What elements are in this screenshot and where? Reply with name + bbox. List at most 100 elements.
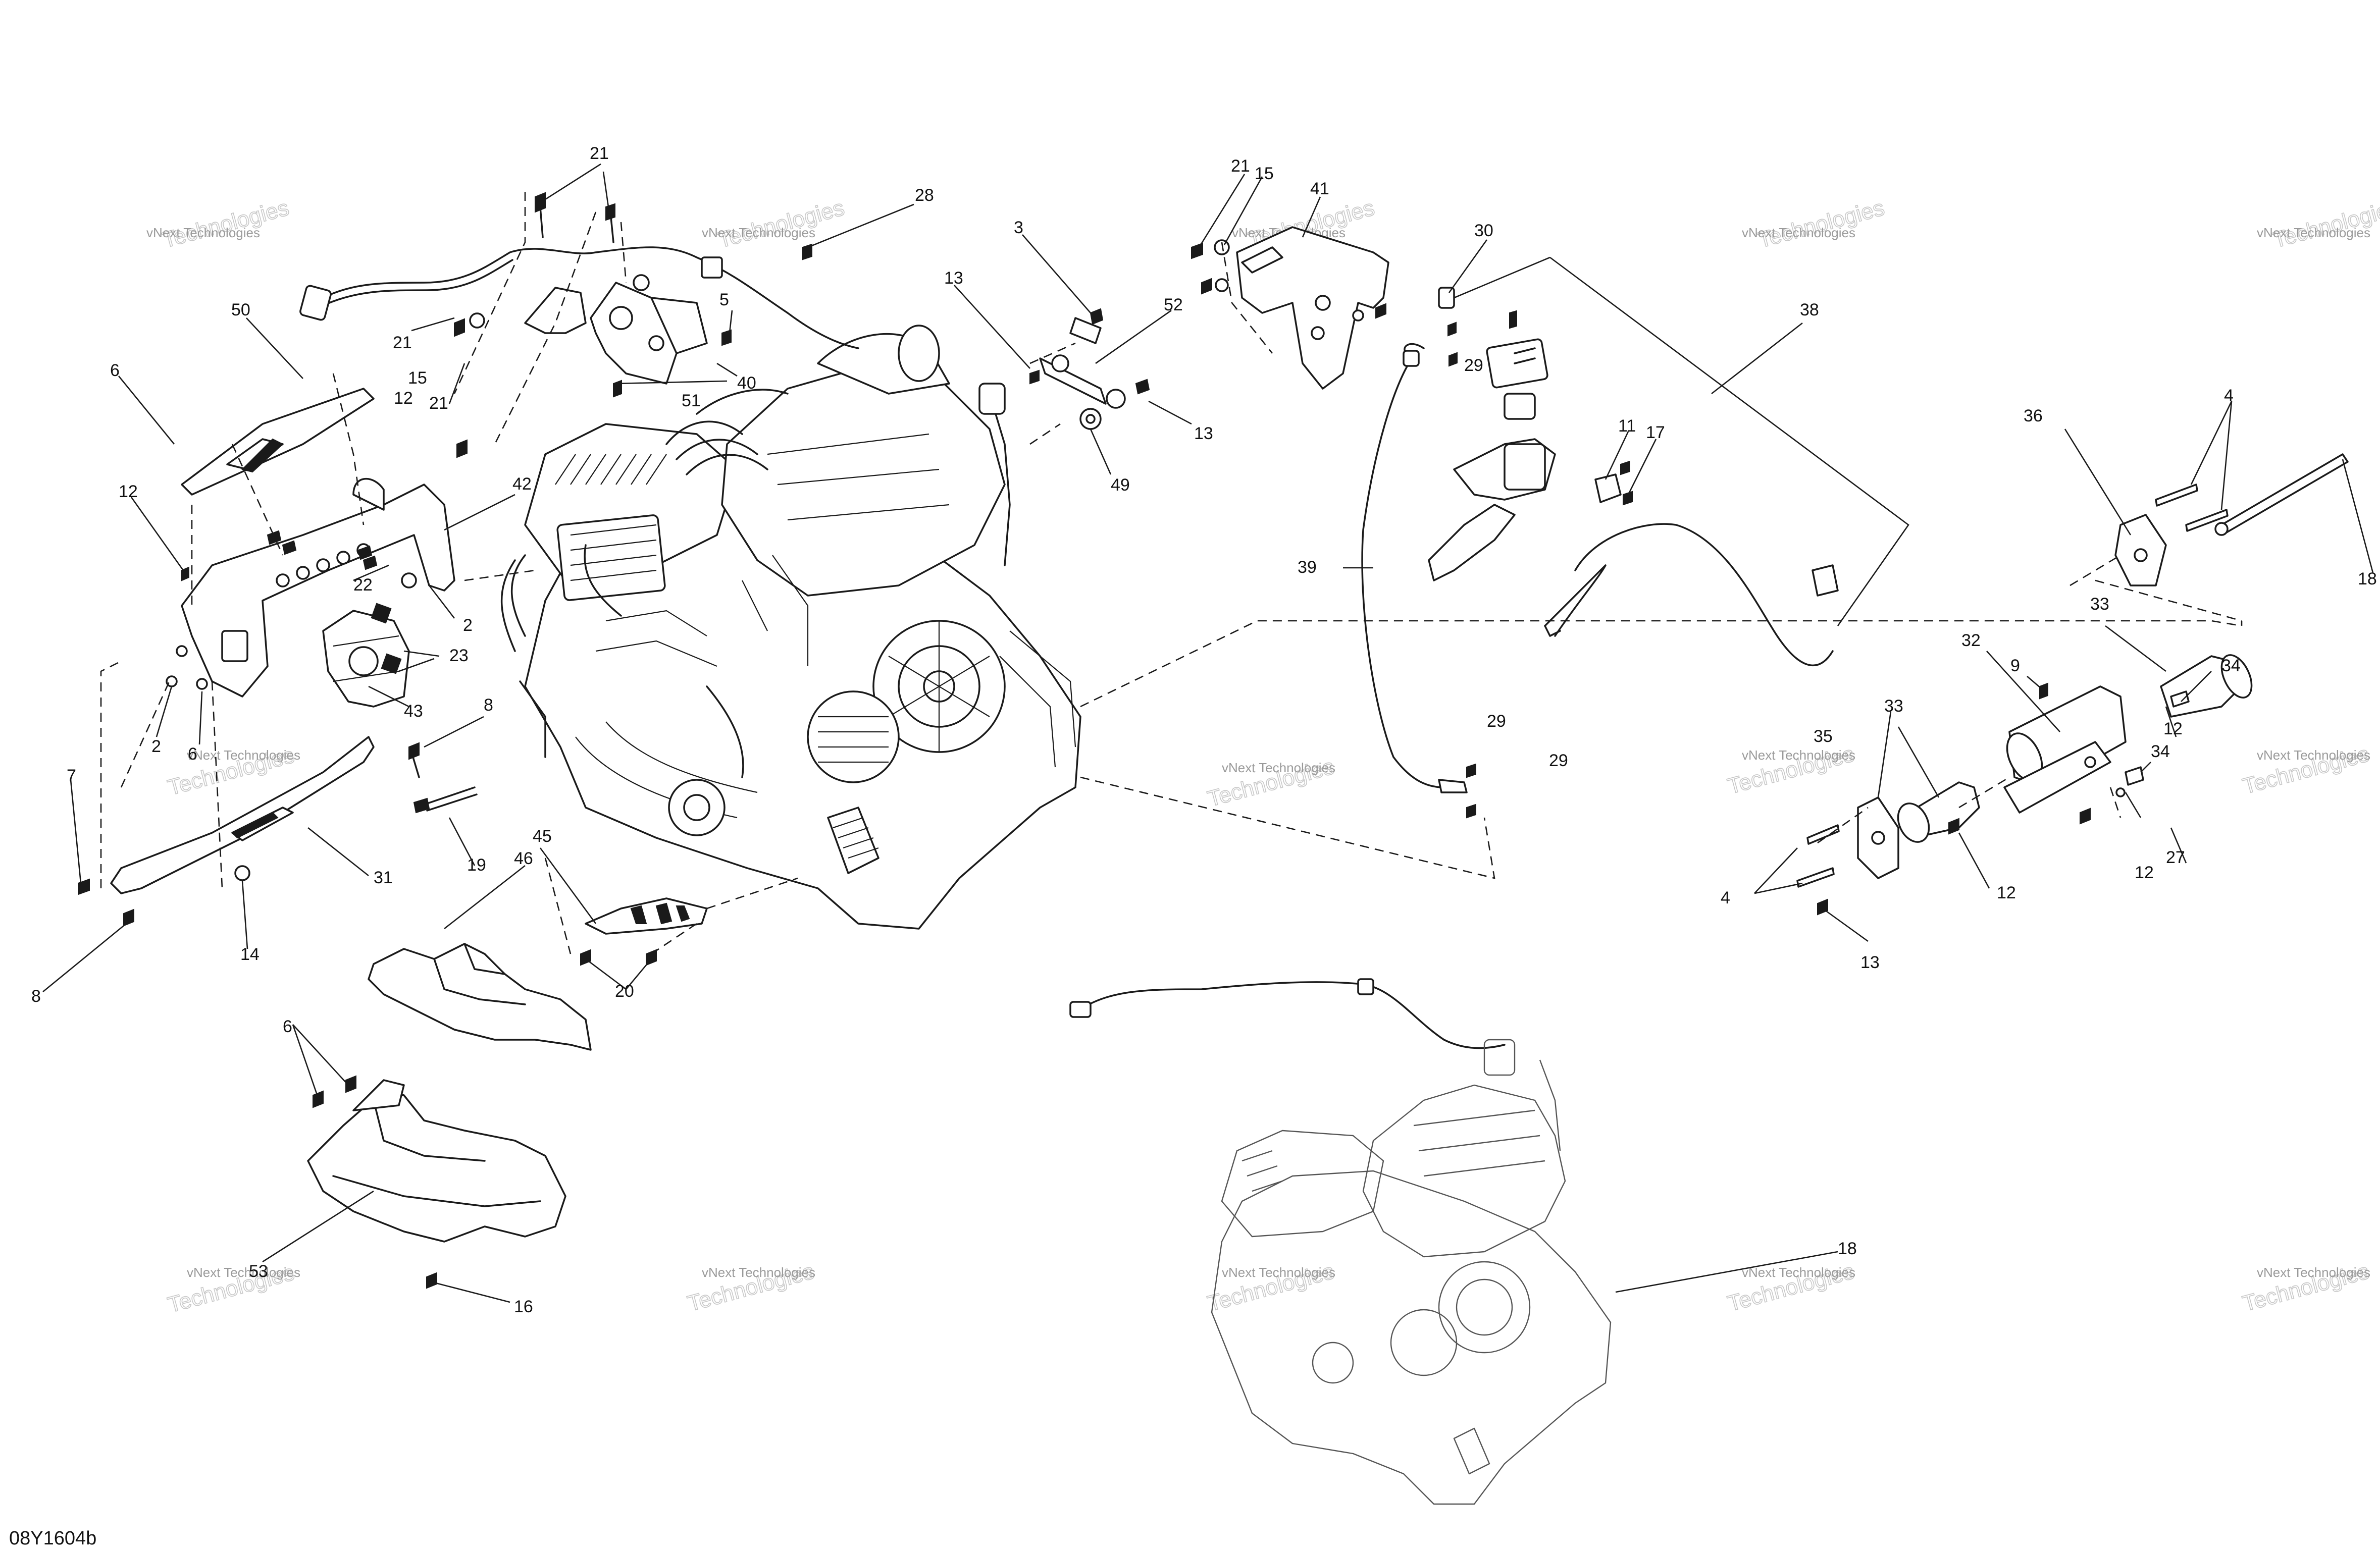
callout-13: 13 <box>1194 424 1213 443</box>
callout-29: 29 <box>1464 356 1483 375</box>
callout-labels: 21 28 3 21 15 41 30 38 50 6 21 15 12 21 … <box>31 144 2377 1316</box>
callout-13: 13 <box>1860 953 1880 972</box>
callout-8: 8 <box>484 696 493 715</box>
callout-4: 4 <box>2224 386 2234 405</box>
callout-17: 17 <box>1646 423 1665 442</box>
watermark: Technologies vNext Technologies <box>2240 741 2372 799</box>
svg-text:Technologies: Technologies <box>715 195 847 253</box>
cable-39 <box>1361 287 1476 819</box>
watermark: Technologies vNext Technologies <box>1205 754 1337 812</box>
callout-14: 14 <box>240 945 260 964</box>
callout-7: 7 <box>67 766 76 785</box>
callout-22: 22 <box>353 575 373 595</box>
shaft-18 <box>2214 453 2349 536</box>
callout-32: 32 <box>1961 631 1981 650</box>
callout-12: 12 <box>394 389 413 408</box>
svg-text:vNext Technologies: vNext Technologies <box>702 225 815 240</box>
svg-text:vNext Technologies: vNext Technologies <box>1742 1265 1855 1280</box>
svg-text:vNext Technologies: vNext Technologies <box>187 1265 300 1280</box>
skid-plate-53 <box>307 1075 566 1289</box>
callout-40: 40 <box>737 373 756 393</box>
callout-45: 45 <box>533 827 552 846</box>
callout-49: 49 <box>1111 475 1130 495</box>
callout-18: 18 <box>2358 569 2377 589</box>
fasteners-upper-left <box>454 192 812 458</box>
watermark: Technologies vNext Technologies <box>165 742 300 800</box>
bracket-42 <box>181 477 455 698</box>
inset-engine-assembly <box>1069 978 1612 1505</box>
callout-51: 51 <box>682 391 701 410</box>
callout-12: 12 <box>1997 883 2016 902</box>
actuator-32 <box>2003 685 2127 814</box>
watermark: Technologies vNext Technologies <box>1205 1258 1337 1316</box>
callout-15: 15 <box>1255 164 1274 183</box>
callout-11: 11 <box>1618 416 1636 436</box>
svg-text:vNext Technologies: vNext Technologies <box>702 1265 815 1280</box>
callout-34: 34 <box>2221 656 2241 675</box>
watermark: Technologies vNext Technologies <box>702 195 847 253</box>
svg-text:vNext Technologies: vNext Technologies <box>1742 225 1855 240</box>
callout-3: 3 <box>1014 218 1023 237</box>
callout-2: 2 <box>463 616 473 635</box>
fasteners-right <box>1817 682 2190 916</box>
watermark: Technologies vNext Technologies <box>165 1260 300 1318</box>
callout-53: 53 <box>249 1262 268 1281</box>
guard-45 <box>585 897 708 935</box>
callout-46: 46 <box>514 849 533 868</box>
svg-text:vNext Technologies: vNext Technologies <box>2257 1265 2370 1280</box>
callout-2: 2 <box>151 737 161 756</box>
callout-6: 6 <box>110 361 120 380</box>
watermark: Technologies vNext Technologies <box>1725 741 1857 799</box>
watermark: Technologies vNext Technologies <box>146 195 292 253</box>
watermark: Technologies vNext Technologies <box>1742 195 1887 253</box>
svg-text:Technologies: Technologies <box>1755 195 1887 253</box>
lever-assembly-38 <box>1428 310 1839 666</box>
svg-text:Technologies: Technologies <box>2270 195 2380 253</box>
svg-text:vNext Technologies: vNext Technologies <box>1742 747 1855 763</box>
callout-41: 41 <box>1310 179 1329 198</box>
bolts-4 <box>1796 484 2229 888</box>
callout-12: 12 <box>119 482 138 501</box>
callout-35: 35 <box>1814 727 1833 746</box>
ground-harness <box>299 246 859 349</box>
rail-31 <box>110 736 375 894</box>
bracket-40 <box>590 282 708 385</box>
callout-6: 6 <box>188 744 197 764</box>
callout-21: 21 <box>1231 156 1250 176</box>
callout-29: 29 <box>1487 712 1506 731</box>
callout-5: 5 <box>719 290 729 309</box>
rod-52 <box>1029 308 1150 430</box>
callout-20: 20 <box>615 982 634 1001</box>
callout-16: 16 <box>514 1297 533 1316</box>
callout-12: 12 <box>2135 863 2154 882</box>
bracket-35 <box>1857 796 1899 879</box>
callout-13: 13 <box>944 269 963 288</box>
svg-text:vNext Technologies: vNext Technologies <box>1222 760 1335 775</box>
callout-19: 19 <box>467 855 486 875</box>
callout-30: 30 <box>1474 221 1493 240</box>
callout-12: 12 <box>2163 719 2183 738</box>
callout-34: 34 <box>2151 742 2170 761</box>
callout-31: 31 <box>374 868 393 887</box>
callout-33: 33 <box>1884 697 1903 716</box>
bracket-41 <box>1191 226 1389 390</box>
figure-id: 08Y1604b <box>9 1528 96 1549</box>
svg-text:vNext Technologies: vNext Technologies <box>2257 225 2370 240</box>
guard-46 <box>368 943 592 1051</box>
callout-50: 50 <box>231 300 250 319</box>
callout-28: 28 <box>915 186 934 205</box>
svg-text:vNext Technologies: vNext Technologies <box>187 747 300 763</box>
callout-42: 42 <box>512 474 532 494</box>
svg-text:vNext Technologies: vNext Technologies <box>1222 1265 1335 1280</box>
callout-27: 27 <box>2166 848 2185 867</box>
main-engine-assembly <box>500 325 1081 930</box>
leader-lines <box>42 163 2374 1303</box>
callout-39: 39 <box>1298 558 1317 577</box>
callout-29: 29 <box>1549 751 1568 770</box>
svg-text:vNext Technologies: vNext Technologies <box>146 225 260 240</box>
svg-text:Technologies: Technologies <box>160 195 292 253</box>
callout-18: 18 <box>1838 1239 1857 1258</box>
callout-38: 38 <box>1800 300 1819 319</box>
bracket-15-left <box>524 287 587 334</box>
